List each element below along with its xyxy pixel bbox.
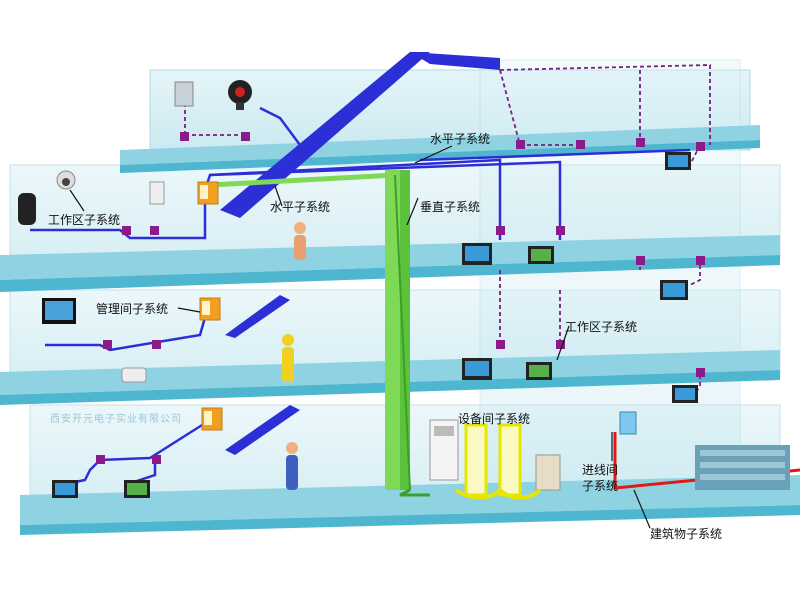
person-bottom bbox=[286, 442, 298, 490]
horizontal-cable-tray bbox=[220, 52, 500, 455]
horizontal-wires bbox=[30, 106, 691, 487]
person-top bbox=[294, 222, 306, 260]
label-work-area-top: 工作区子系统 bbox=[48, 213, 121, 227]
outlets bbox=[96, 132, 705, 464]
equipment-room-devices bbox=[399, 419, 561, 500]
access-panel-icon bbox=[149, 181, 165, 205]
security-camera-icon bbox=[56, 170, 76, 190]
desktop-computers bbox=[52, 152, 698, 498]
label-equipment-room: 设备间子系统 bbox=[458, 412, 531, 426]
telephone-icon bbox=[121, 367, 147, 383]
label-horizontal-top: 水平子系统 bbox=[430, 132, 491, 146]
floor-slab-1 bbox=[20, 475, 800, 535]
drop-wires bbox=[184, 64, 711, 396]
label-entrance-line2: 子系统 bbox=[582, 479, 619, 493]
company-watermark: 西安开元电子实业有限公司 bbox=[50, 414, 182, 425]
label-horizontal-mid: 水平子系统 bbox=[270, 200, 331, 214]
vertical-riser bbox=[209, 170, 411, 491]
label-building-group: 建筑物子系统 bbox=[650, 527, 723, 541]
label-leaders bbox=[69, 145, 651, 529]
label-work-area-right: 工作区子系统 bbox=[565, 320, 638, 334]
person-mid bbox=[282, 334, 294, 382]
label-management-room: 管理间子系统 bbox=[96, 302, 169, 316]
monitor-icon bbox=[42, 298, 76, 324]
label-vertical: 垂直子系统 bbox=[420, 200, 481, 214]
alarm-siren-icon bbox=[228, 80, 252, 110]
label-entrance-line1: 进线间 bbox=[582, 463, 619, 477]
connection-boxes bbox=[197, 181, 223, 431]
network-switch-icon bbox=[174, 81, 194, 107]
external-building-icon bbox=[695, 445, 790, 490]
speaker-cylinder-icon bbox=[18, 193, 36, 225]
